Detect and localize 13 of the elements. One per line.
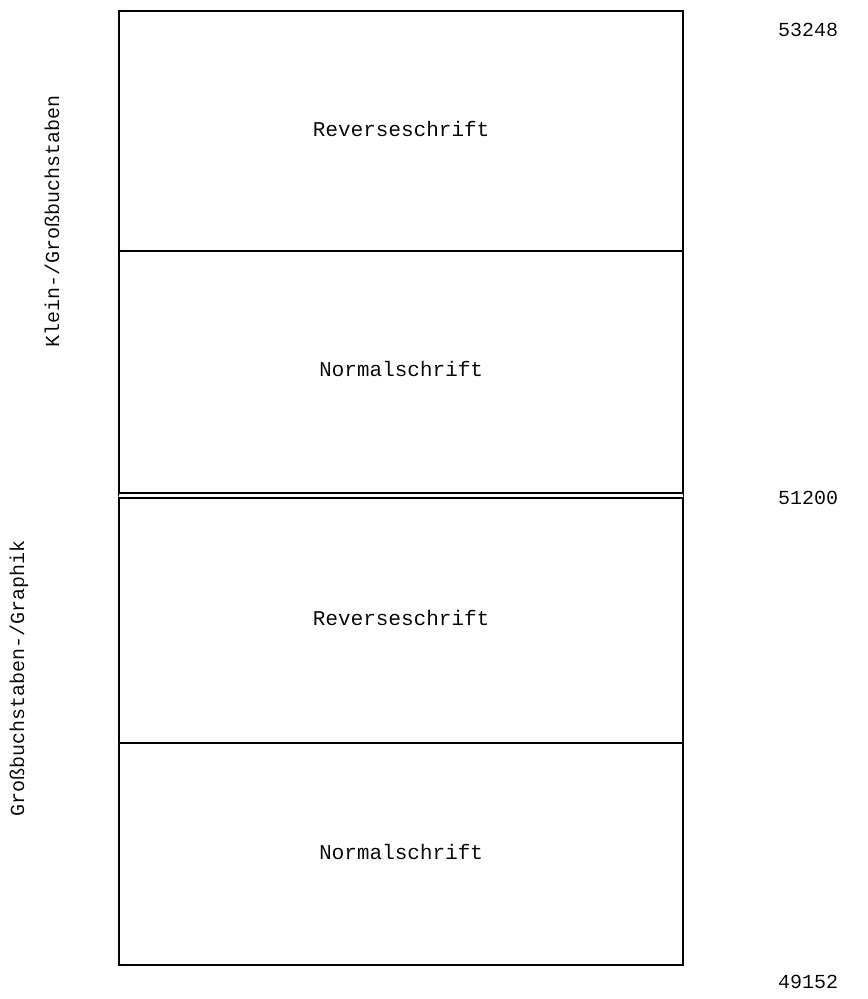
memory-region-box bbox=[118, 496, 684, 744]
memory-region-box bbox=[118, 10, 684, 252]
memory-region-box bbox=[118, 742, 684, 966]
address-label: 49152 bbox=[778, 972, 838, 995]
region-label: Reverseschrift bbox=[312, 120, 490, 142]
address-label: 53248 bbox=[778, 20, 838, 43]
range-label: Klein-/Großbuchstaben bbox=[43, 95, 66, 348]
address-label: 51200 bbox=[778, 488, 838, 511]
region-label: Normalschrift bbox=[319, 360, 483, 384]
range-label: Großbuchstaben-/Graphik bbox=[8, 540, 31, 816]
region-label: Reverseschrift bbox=[312, 609, 490, 632]
memory-region-box bbox=[118, 250, 684, 499]
region-label: Normalschrift bbox=[319, 842, 483, 866]
